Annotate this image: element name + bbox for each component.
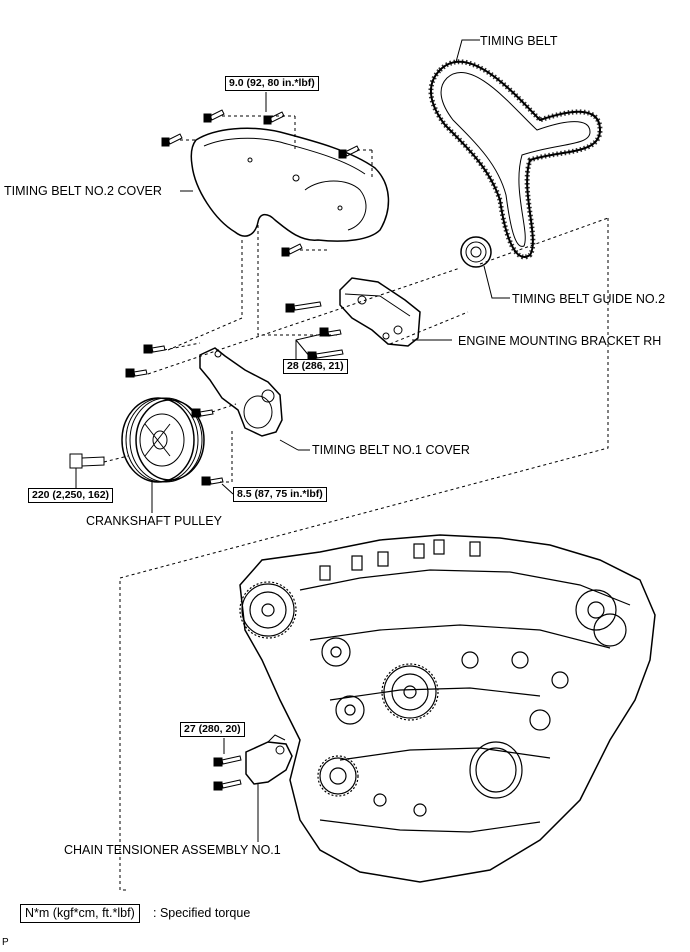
legend-torque-text: : Specified torque <box>153 906 251 920</box>
no1-cover-bolts <box>125 344 224 486</box>
timing-belt-no2-cover-drawing <box>190 127 390 242</box>
label-crankshaft-pulley: CRANKSHAFT PULLEY <box>86 514 222 528</box>
label-timing-belt-guide-no2: TIMING BELT GUIDE NO.2 <box>512 292 666 306</box>
torque-tensioner: 27 (280, 20) <box>180 722 245 737</box>
crank-bolt-drawing <box>69 453 105 469</box>
timing-belt-drawing <box>428 59 603 260</box>
bracket-bolts <box>285 301 344 361</box>
engine-block-drawing <box>239 534 656 883</box>
torque-crank-bolt: 220 (2,250, 162) <box>28 488 114 503</box>
footer-mark: P <box>2 937 9 948</box>
timing-belt-guide-drawing <box>460 236 492 268</box>
label-timing-belt-no2-cover: TIMING BELT NO.2 COVER <box>4 184 162 198</box>
assembly-guide-lines <box>103 217 609 891</box>
timing-belt-no1-cover-drawing <box>199 347 283 437</box>
torque-no2-cover: 9.0 (92, 80 in.*lbf) <box>225 76 319 91</box>
label-engine-mounting-bracket-rh: ENGINE MOUNTING BRACKET RH <box>458 334 662 348</box>
chain-tensioner-drawing <box>245 734 293 785</box>
label-chain-tensioner: CHAIN TENSIONER ASSEMBLY NO.1 <box>64 843 281 857</box>
tensioner-bolts <box>213 755 242 791</box>
legend-torque-box: N*m (kgf*cm, ft.*lbf) <box>20 904 140 923</box>
torque-bracket: 28 (286, 21) <box>283 359 348 374</box>
crankshaft-pulley-drawing <box>121 397 205 483</box>
torque-no1-cover: 8.5 (87, 75 in.*lbf) <box>233 487 327 502</box>
no2-cover-bolts <box>161 109 360 257</box>
label-timing-belt: TIMING BELT <box>480 34 558 48</box>
label-timing-belt-no1-cover: TIMING BELT NO.1 COVER <box>312 443 470 457</box>
engine-mounting-bracket-drawing <box>339 277 421 347</box>
